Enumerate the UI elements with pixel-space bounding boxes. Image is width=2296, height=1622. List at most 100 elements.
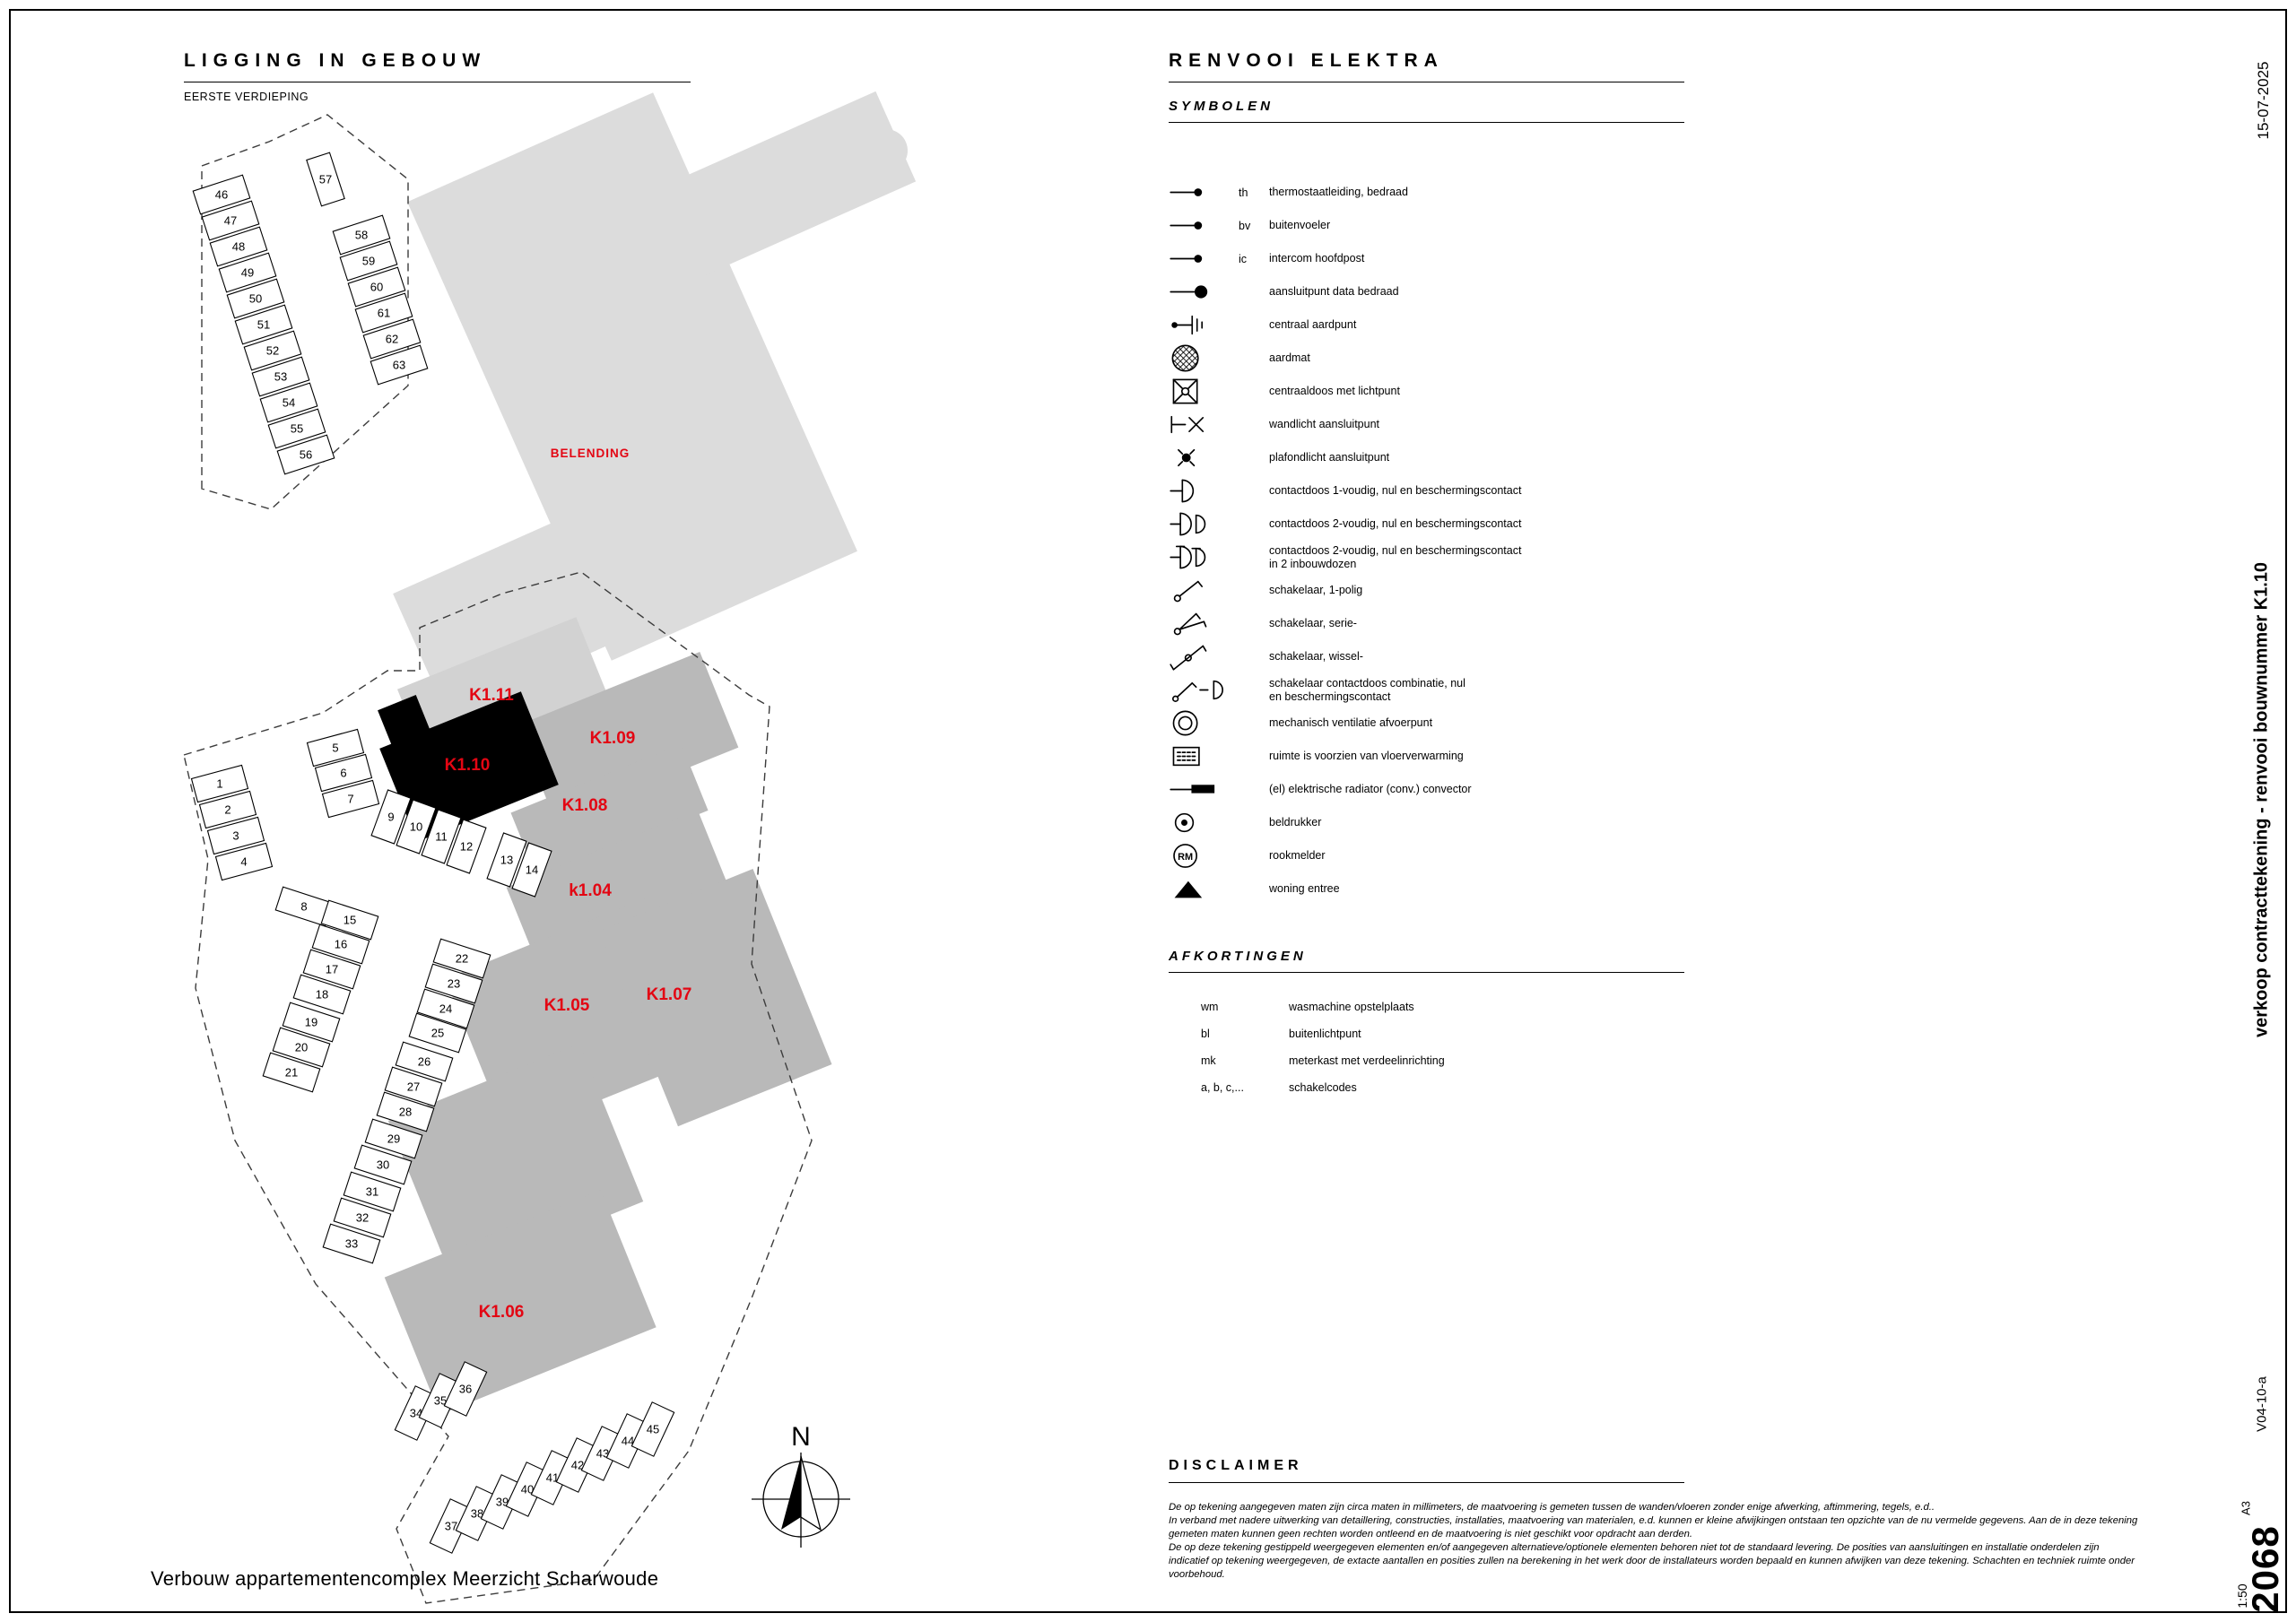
belending-tower xyxy=(865,129,908,172)
switch-series-icon xyxy=(1169,609,1269,638)
abbrev-code: bl xyxy=(1201,1028,1210,1040)
symbol-label: aardmat xyxy=(1269,351,1310,364)
apartment-label: K1.05 xyxy=(544,996,590,1015)
legend-row: schakelaar, wissel- xyxy=(1169,640,1698,673)
plan-unit: 1 xyxy=(190,764,249,803)
symbol-label: wandlicht aansluitpunt xyxy=(1269,418,1379,430)
socket-1-icon xyxy=(1169,476,1269,506)
plan-unit: 3 xyxy=(206,816,265,855)
plan-unit-number: 20 xyxy=(295,1041,308,1054)
data-outlet-icon xyxy=(1169,277,1269,307)
legend-row: centraal aardpunt xyxy=(1169,308,1698,342)
plan-unit-number: 24 xyxy=(439,1002,452,1016)
plan-unit: 54 xyxy=(259,382,318,423)
plan-unit: 30 xyxy=(353,1144,413,1185)
abbrev-code: mk xyxy=(1201,1054,1216,1067)
plan-unit-number: 25 xyxy=(431,1027,444,1040)
disclaimer-text: De op tekening aangegeven maten zijn cir… xyxy=(1169,1502,2138,1580)
plan-subtitle: EERSTE VERDIEPING xyxy=(184,91,309,103)
legend-row: contactdoos 1-voudig, nul en bescherming… xyxy=(1169,474,1698,507)
symbol-label: plafondlicht aansluitpunt xyxy=(1269,451,1390,464)
apartment-label: K1.08 xyxy=(562,796,608,815)
plan-unit: 31 xyxy=(343,1171,402,1212)
plan-unit: 25 xyxy=(408,1012,467,1054)
plan-unit-number: 22 xyxy=(456,952,468,966)
switch-1-icon xyxy=(1169,576,1269,605)
titleblock-paper-size: A3 xyxy=(2239,1501,2253,1515)
plan-unit-number: 39 xyxy=(496,1496,509,1509)
symbol-label: schakelaar, wissel- xyxy=(1269,650,1363,663)
plan-unit: 33 xyxy=(322,1223,381,1264)
abbrev-row: mk meterkast met verdeelinrichting xyxy=(1169,1047,1684,1074)
plan-unit-number: 54 xyxy=(283,396,295,410)
plan-unit: 7 xyxy=(321,779,380,819)
electric-radiator-icon xyxy=(1169,775,1269,804)
plan-unit-number: 44 xyxy=(622,1435,634,1448)
plan-unit-number: 4 xyxy=(240,855,247,869)
plan-unit-number: 57 xyxy=(319,173,332,186)
plan-unit: 58 xyxy=(332,214,391,256)
plan-unit: 20 xyxy=(272,1027,331,1068)
plan-title: LIGGING IN GEBOUW xyxy=(184,50,691,82)
legend-header: RENVOOI ELEKTRA xyxy=(1169,50,1684,82)
plan-unit: 17 xyxy=(302,949,361,990)
apartment-label: K1.09 xyxy=(590,729,636,748)
legend-row: schakelaar, 1-polig xyxy=(1169,574,1698,607)
plan-unit: 6 xyxy=(314,753,373,793)
legend-row: aardmat xyxy=(1169,342,1698,375)
apartment-label: k1.04 xyxy=(569,881,612,900)
plan-unit-number: 43 xyxy=(596,1447,609,1461)
symbol-label: ruimte is voorzien van vloerverwarming xyxy=(1269,750,1464,762)
abbrev-label: buitenlichtpunt xyxy=(1289,1028,1361,1040)
project-title: Verbouw appartementencomplex Meerzicht S… xyxy=(151,1567,659,1590)
plan-unit-number: 52 xyxy=(266,344,279,358)
symbol-label: contactdoos 1-voudig, nul en bescherming… xyxy=(1269,484,1522,497)
site-boundary xyxy=(183,114,813,1604)
apartment-label: K1.07 xyxy=(647,985,692,1004)
symbol-label: centraal aardpunt xyxy=(1269,318,1357,331)
symbol-label: buitenvoeler xyxy=(1269,219,1331,231)
socket-2-double-icon xyxy=(1169,542,1269,572)
symbol-prefix: ic xyxy=(1239,252,1248,265)
plan-unit: 53 xyxy=(251,356,310,397)
plan-unit: 62 xyxy=(362,318,422,360)
plan-unit-number: 59 xyxy=(362,255,375,268)
plan-unit-number: 31 xyxy=(366,1185,378,1199)
plan-unit-number: 38 xyxy=(471,1507,483,1521)
wall-light-icon xyxy=(1169,410,1269,439)
plan-unit-number: 2 xyxy=(224,803,230,817)
symbol-label: mechanisch ventilatie afvoerpunt xyxy=(1269,716,1433,729)
legend-row: ruimte is voorzien van vloerverwarming xyxy=(1169,740,1698,773)
abbrev-label: meterkast met verdeelinrichting xyxy=(1289,1054,1445,1067)
plan-unit: 41 xyxy=(530,1450,575,1505)
symbol-label: aansluitpunt data bedraad xyxy=(1269,285,1399,298)
plan-unit-number: 10 xyxy=(410,820,422,834)
plan-unit: 10 xyxy=(396,799,437,854)
symbol-prefix: th xyxy=(1239,186,1248,199)
plan-unit: 55 xyxy=(267,408,326,449)
legend-row: aansluitpunt data bedraad xyxy=(1169,275,1698,308)
plan-unit-number: 37 xyxy=(445,1520,457,1533)
entry-icon xyxy=(1169,874,1269,904)
plan-unit: 63 xyxy=(370,344,429,386)
ceiling-junction-box-icon xyxy=(1169,377,1269,406)
bell-push-icon xyxy=(1169,808,1269,837)
symbols-heading: SYMBOLEN xyxy=(1169,99,1684,123)
abbrev-label: wasmachine opstelplaats xyxy=(1289,1001,1414,1013)
plan-unit: 61 xyxy=(354,292,413,334)
belending-label: BELENDING xyxy=(551,447,631,460)
plan-unit: 49 xyxy=(218,252,277,293)
apartment-label: K1.06 xyxy=(479,1303,525,1322)
legend-row: schakelaar, serie- xyxy=(1169,607,1698,640)
plan-unit-number: 8 xyxy=(300,900,307,914)
plan-unit: 50 xyxy=(226,278,285,319)
plan-unit-number: 26 xyxy=(418,1055,430,1069)
legend-row: mechanisch ventilatie afvoerpunt xyxy=(1169,707,1698,740)
plan-unit: 38 xyxy=(455,1486,500,1541)
switch-change-icon xyxy=(1169,642,1269,672)
symbol-label: contactdoos 2-voudig, nul en bescherming… xyxy=(1269,517,1522,530)
plan-unit-number: 51 xyxy=(257,318,270,332)
